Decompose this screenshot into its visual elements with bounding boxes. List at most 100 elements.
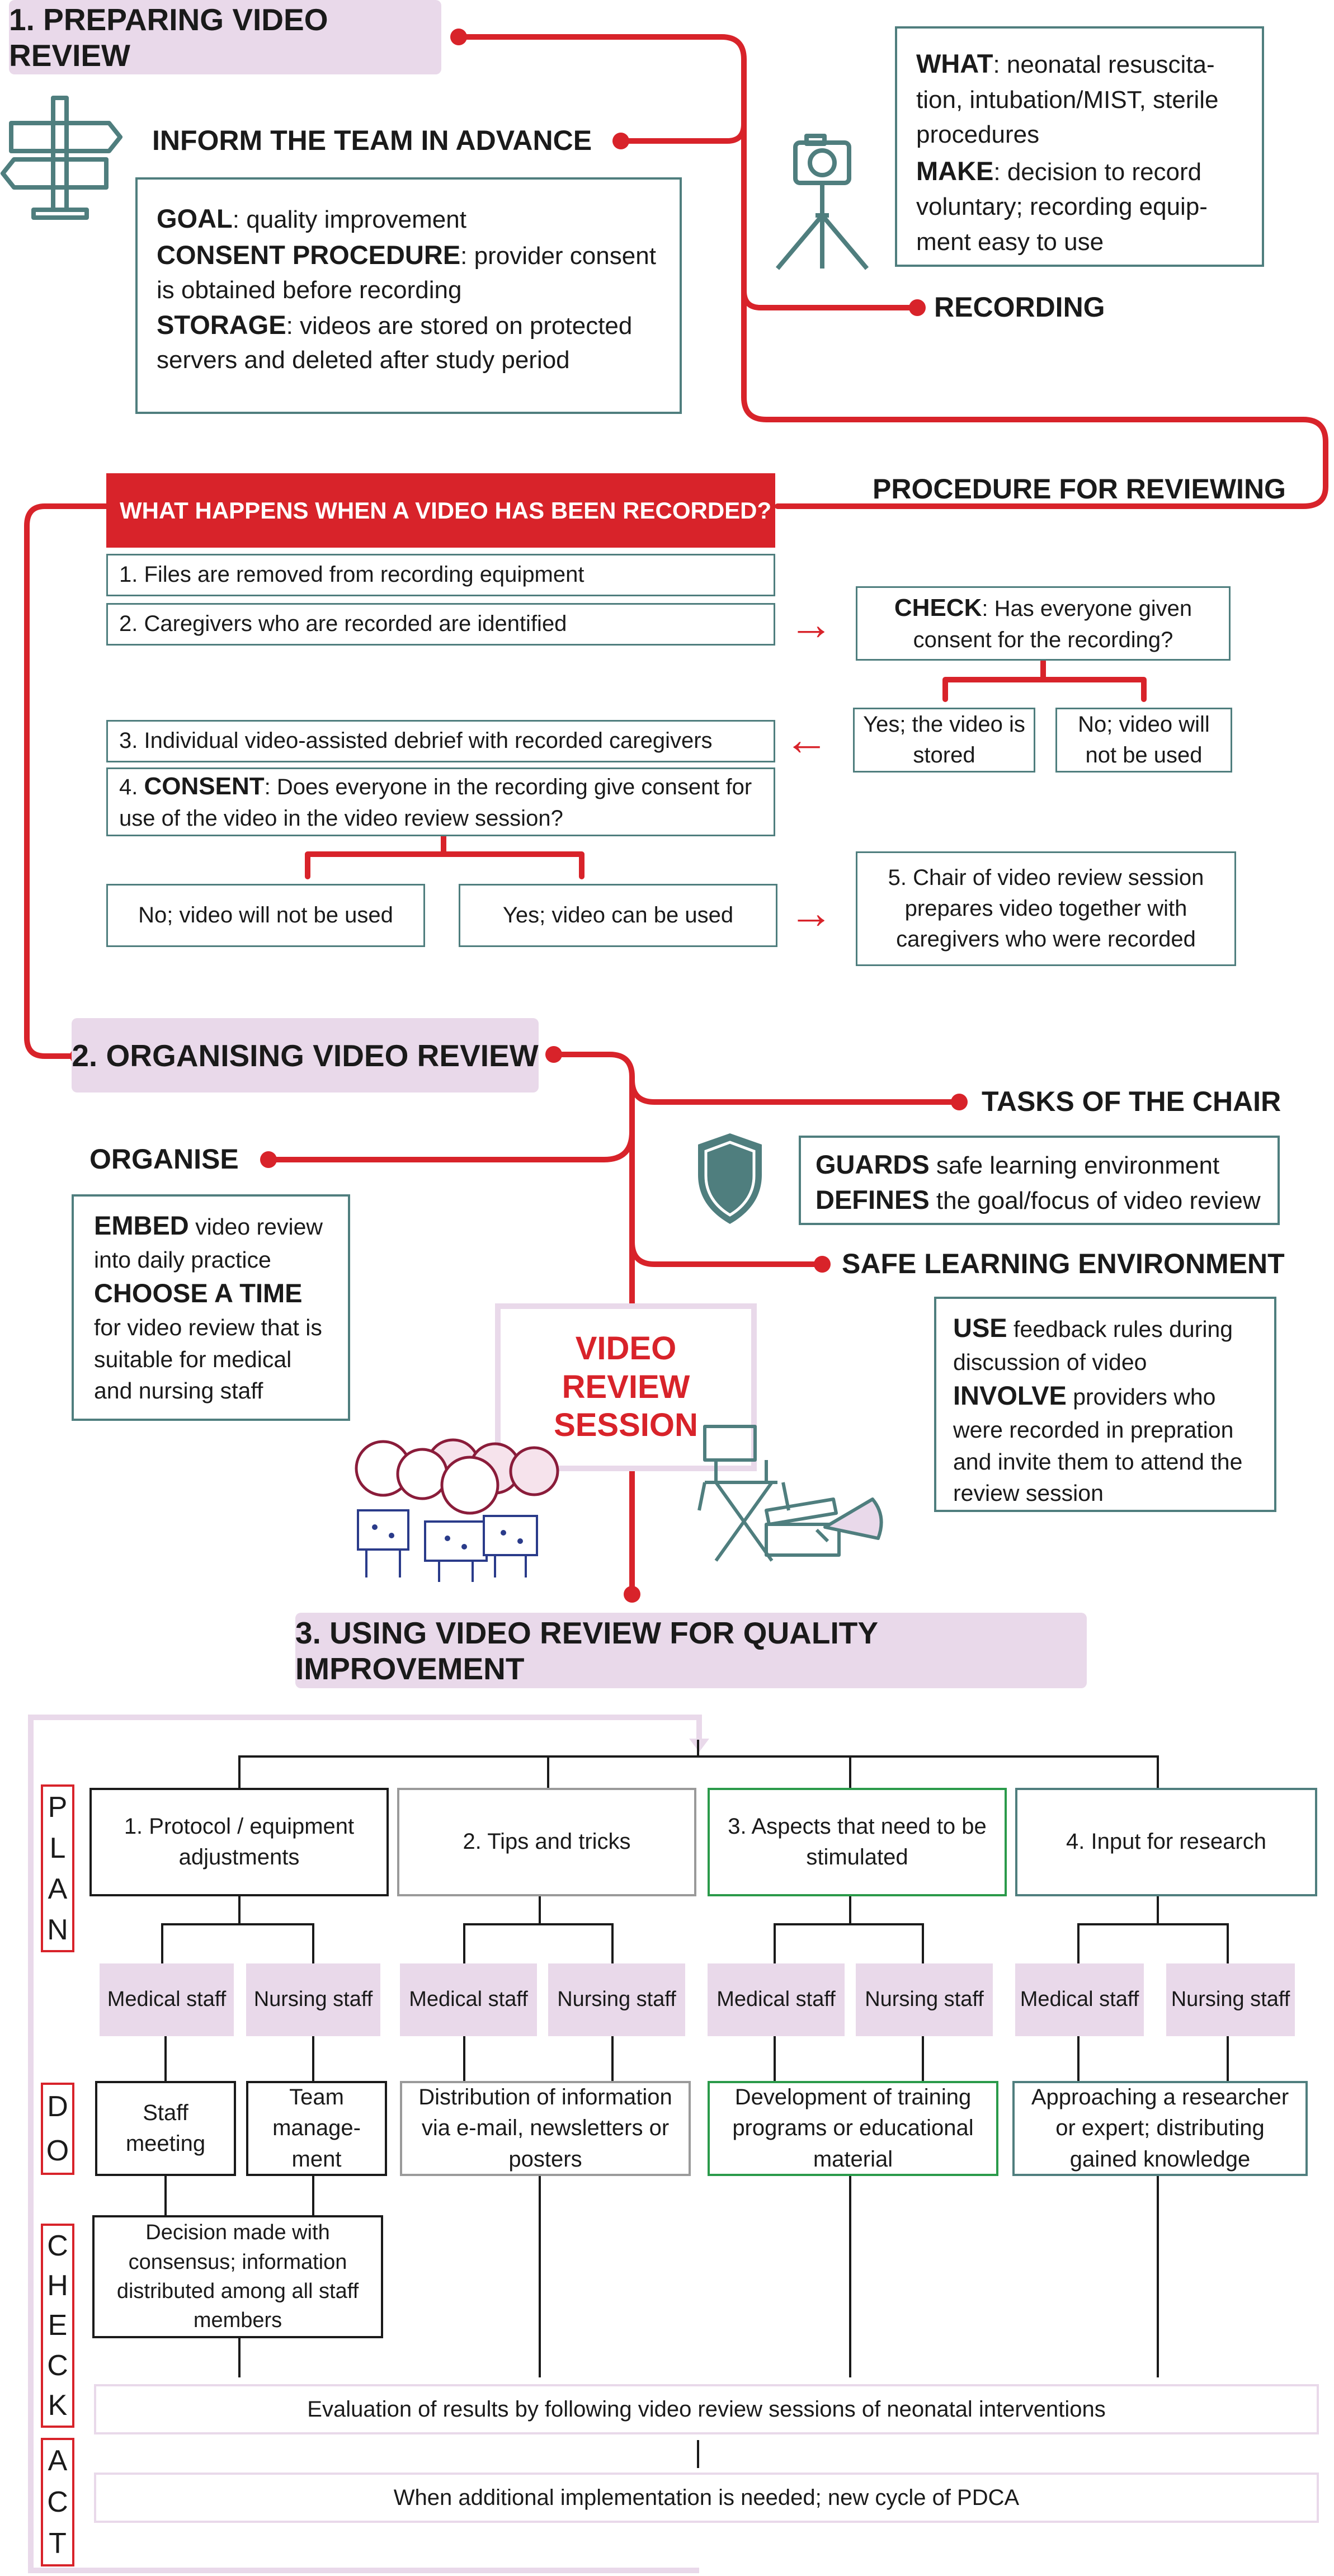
do-development: Development of training programs or educ… — [708, 2081, 998, 2176]
goal-text: : quality improvement — [232, 206, 466, 233]
recorded-title: WHAT HAPPENS WHEN A VIDEO HAS BEEN RECOR… — [106, 473, 775, 548]
team-illustration-icon — [355, 1438, 559, 1582]
section2-title: 2. ORGANISING VIDEO REVIEW — [72, 1018, 539, 1092]
step4-text: : Does everyone in the recording give co… — [119, 774, 752, 831]
letter-c: C — [47, 2349, 68, 2382]
plan-box-tips: 2. Tips and tricks — [397, 1788, 696, 1896]
choose-label: CHOOSE A TIME — [94, 1278, 303, 1308]
plan-box-aspects: 3. Aspects that need to be stimulated — [708, 1788, 1007, 1896]
staff-nursing-3: Nursing staff — [856, 1963, 993, 2036]
staff-medical-2: Medical staff — [400, 1963, 537, 2036]
consent-text: : provider consent is obtained before re… — [157, 242, 656, 304]
camera-tripod-icon — [775, 134, 869, 270]
act-letters: A C T — [41, 2438, 74, 2566]
step4-box: 4. CONSENT: Does everyone in the recordi… — [106, 767, 775, 836]
guards-label: GUARDS — [816, 1150, 930, 1179]
step2-box: 2. Caregivers who are recorded are ident… — [106, 603, 775, 646]
no-option-box: No; video will not be used — [106, 884, 425, 947]
guards-text: safe learning environment — [929, 1152, 1220, 1179]
letter-p: P — [48, 1791, 68, 1824]
check-box: CHECK: Has everyone given consent for th… — [856, 586, 1231, 661]
what-text: : neonatal resuscita-tion, intubation/MI… — [916, 51, 1219, 149]
letter-a: A — [48, 1872, 68, 1905]
use-label: USE — [953, 1313, 1007, 1343]
involve-text: providers who were recorded in prepratio… — [953, 1384, 1243, 1506]
inform-team-heading: INFORM THE TEAM IN ADVANCE — [152, 125, 592, 156]
safe-environment-heading: SAFE LEARNING ENVIRONMENT — [842, 1248, 1285, 1279]
letter-a: A — [48, 2445, 68, 2477]
step5-box: 5. Chair of video review session prepare… — [856, 851, 1236, 966]
safe-box: USE feedback rules during discussion of … — [934, 1297, 1276, 1512]
step4-prefix: 4. — [119, 774, 144, 799]
staff-nursing-2: Nursing staff — [548, 1963, 685, 2036]
check-text: : Has everyone given consent for the rec… — [913, 596, 1192, 653]
storage-text: : videos are stored on protected servers… — [157, 312, 633, 374]
section3-title: 3. USING VIDEO REVIEW FOR QUALITY IMPROV… — [295, 1613, 1087, 1688]
do-staff-meeting: Staff meeting — [95, 2081, 236, 2176]
pdca-cycle-box: When additional implementation is needed… — [94, 2473, 1319, 2523]
check-label: CHECK — [894, 594, 982, 621]
recording-heading: RECORDING — [934, 291, 1105, 323]
letter-o: O — [46, 2134, 69, 2167]
do-letters: D O — [41, 2083, 74, 2175]
staff-medical-4: Medical staff — [1015, 1963, 1144, 2036]
plan-box-protocol: 1. Protocol / equipment adjustments — [89, 1788, 389, 1896]
letter-h: H — [47, 2269, 68, 2302]
tasks-box: GUARDS safe learning environment DEFINES… — [799, 1136, 1280, 1225]
choose-text: for video review that is suitable for me… — [94, 1315, 322, 1404]
check-letters: C H E C K — [41, 2224, 74, 2428]
consent-label: CONSENT PROCEDURE — [157, 239, 461, 270]
what-label: WHAT — [916, 49, 993, 78]
embed-text: video review into daily practice — [94, 1214, 323, 1273]
staff-nursing-4: Nursing staff — [1166, 1963, 1295, 2036]
staff-medical-3: Medical staff — [708, 1963, 845, 2036]
arrow-left-icon: ← — [784, 714, 829, 764]
storage-label: STORAGE — [157, 310, 286, 340]
inform-team-box: GOAL: quality improvement CONSENT PROCED… — [135, 177, 682, 414]
arrow-right-icon: → — [789, 888, 833, 938]
letter-c: C — [47, 2229, 68, 2262]
use-text: feedback rules during discussion of vide… — [953, 1316, 1233, 1375]
letter-n: N — [47, 1913, 68, 1946]
letter-t: T — [49, 2527, 67, 2560]
evaluation-box: Evaluation of results by following video… — [94, 2384, 1319, 2434]
video-review-session-box: VIDEO REVIEW SESSION — [495, 1303, 757, 1471]
letter-e: E — [48, 2309, 68, 2342]
staff-medical-1: Medical staff — [100, 1963, 234, 2036]
what-make-box: WHAT: neonatal resuscita-tion, intubatio… — [895, 26, 1264, 267]
organise-box: EMBED video review into daily practice C… — [72, 1194, 350, 1421]
check-decision-box: Decision made with consensus; informatio… — [92, 2215, 383, 2338]
do-approaching: Approaching a researcher or expert; dist… — [1012, 2081, 1308, 2176]
make-label: MAKE — [916, 156, 994, 186]
shield-icon — [698, 1133, 762, 1224]
goal-label: GOAL — [157, 204, 233, 233]
signpost-icon — [1, 96, 122, 220]
yes-stored-box: Yes; the video is stored — [853, 708, 1035, 773]
staff-nursing-1: Nursing staff — [246, 1963, 380, 2036]
letter-c: C — [47, 2486, 68, 2518]
step4-label: CONSENT — [144, 772, 265, 800]
embed-label: EMBED — [94, 1211, 189, 1240]
director-chair-icon — [697, 1425, 883, 1562]
yes-option-box: Yes; video can be used — [459, 884, 777, 947]
letter-d: D — [47, 2090, 68, 2123]
step3-box: 3. Individual video-assisted debrief wit… — [106, 720, 775, 762]
section1-title: 1. PREPARING VIDEO REVIEW — [9, 0, 441, 74]
organise-heading: ORGANISE — [89, 1143, 239, 1175]
involve-label: INVOLVE — [953, 1381, 1067, 1411]
step1-box: 1. Files are removed from recording equi… — [106, 554, 775, 596]
plan-box-research: 4. Input for research — [1015, 1788, 1317, 1896]
arrow-right-icon: → — [789, 599, 833, 649]
plan-letters: P L A N — [41, 1784, 74, 1952]
make-text: : decision to record voluntary; recordin… — [916, 158, 1208, 256]
defines-label: DEFINES — [816, 1185, 930, 1215]
do-team-management: Team manage-ment — [246, 2081, 387, 2176]
defines-text: the goal/focus of video review — [929, 1187, 1261, 1215]
procedure-heading: PROCEDURE FOR REVIEWING — [873, 473, 1286, 505]
no-not-used-box: No; video will not be used — [1055, 708, 1232, 773]
tasks-chair-heading: TASKS OF THE CHAIR — [982, 1086, 1281, 1117]
do-distribution: Distribution of information via e-mail, … — [400, 2081, 691, 2176]
letter-l: L — [49, 1831, 66, 1864]
letter-k: K — [48, 2389, 68, 2422]
